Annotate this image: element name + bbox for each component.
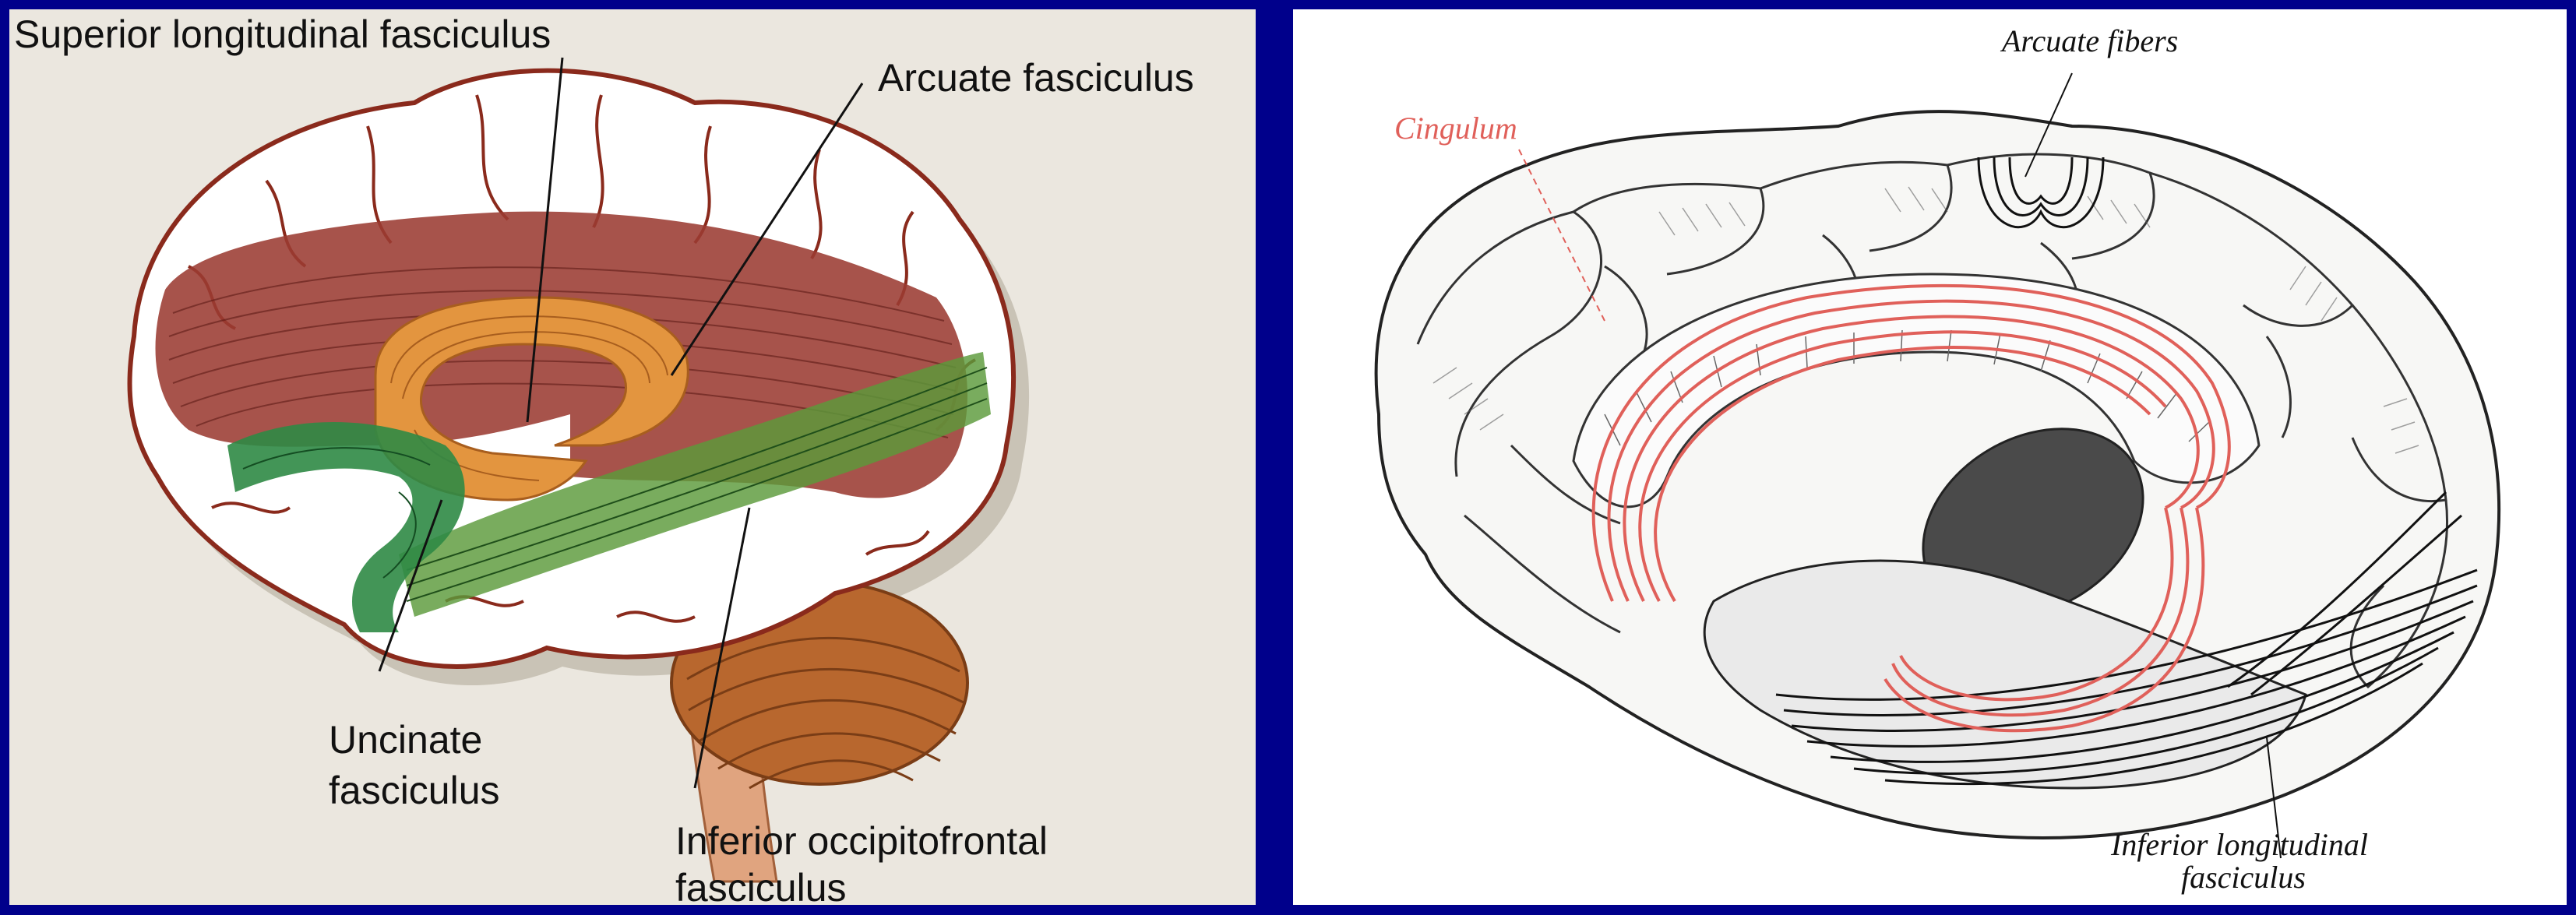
left-brain-diagram: Superior longitudinal fasciculus Arcuate…	[9, 9, 1256, 905]
arcuate-fibers-loops	[1977, 157, 2105, 229]
label-cingulum: Cingulum	[1394, 111, 1517, 146]
uncinate-band	[227, 422, 465, 632]
label-inferior-longitudinal-line1: Inferior longitudinal	[2111, 827, 2368, 862]
iof-band	[399, 352, 991, 617]
hatching	[1432, 186, 2419, 454]
right-brain-svg	[1374, 72, 2501, 859]
left-brain-svg	[127, 57, 1030, 883]
label-uncinate-line2: fasciculus	[329, 769, 500, 812]
arcuate-band	[374, 296, 689, 501]
label-inferior-occipitofrontal-line1: Inferior occipitofrontal	[675, 819, 1048, 863]
right-brain-diagram: Arcuate fibers Cingulum Inferior longitu…	[1293, 9, 2567, 905]
label-uncinate-line1: Uncinate	[329, 718, 483, 762]
label-inferior-occipitofrontal-line2: fasciculus	[675, 866, 847, 905]
label-arcuate-fibers: Arcuate fibers	[2002, 23, 2179, 58]
label-superior-longitudinal-fasciculus: Superior longitudinal fasciculus	[14, 12, 551, 56]
cingulum-fibers	[1591, 283, 2231, 733]
label-arcuate-fasciculus: Arcuate fasciculus	[878, 56, 1194, 100]
leader-lines	[2025, 72, 2282, 859]
leader-lines	[378, 57, 864, 789]
ilf-fibers	[1775, 491, 2478, 786]
label-inferior-longitudinal-line2: fasciculus	[2181, 860, 2306, 895]
brain-outline	[1374, 110, 2501, 839]
